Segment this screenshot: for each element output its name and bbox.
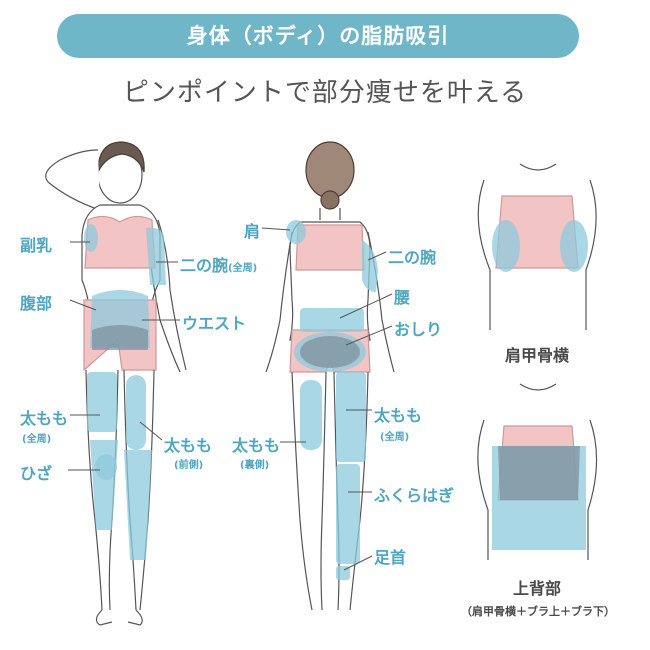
label-back-thigh-note: (全周) [380,432,410,443]
zone-back-thigh-back [300,380,322,450]
label-back-ankle: 足首 [374,548,407,567]
zone-back-calf [336,464,360,564]
label-front-upper-arm-note: (全周) [228,263,258,274]
front-right-foot [127,609,143,626]
back-left-leg-inner [320,371,327,611]
back-left-arm [265,231,293,373]
detail-bottom-neck [519,383,557,391]
back-figure [265,141,395,611]
zone-front-thigh [87,372,117,432]
zone-back-ankle [336,566,350,580]
back-right-leg-outer [349,371,369,611]
label-front-armpit: 副乳 [20,236,53,255]
label-back-upper-arm: 二の腕 [388,248,437,267]
zone-detail-shoulder-blade-right [560,220,588,272]
label-front-thigh-front-note: (前側) [174,460,204,471]
label-front-knee: ひざ [20,464,53,483]
zone-front-lower-abdomen [92,325,148,350]
caption-shoulder-blade: 肩甲骨横 [504,346,569,365]
detail-top-neck [519,163,557,171]
zone-back-upper-arm [362,240,378,292]
front-raised-arm [45,149,101,211]
label-front-upper-arm: 二の腕(全周) [180,252,257,276]
zone-front-thigh-front [126,375,146,450]
caption-upper-back: 上背部 [512,579,561,598]
front-left-foot [95,609,113,626]
back-bun [320,190,340,210]
zone-front-upper-arm [146,227,166,285]
detail-bottom-torso [477,419,598,560]
label-front-thigh-note: (全周) [22,434,52,445]
label-front-waist: ウエスト [182,314,247,333]
detail-top-torso [477,179,597,330]
front-hair [97,141,145,173]
caption-upper-back-note: （肩甲骨横＋ブラ上＋ブラ下） [461,605,615,618]
zone-front-right-leg [124,450,152,560]
back-head [305,141,355,199]
label-back-shoulder: 肩 [244,222,261,241]
zone-back-shoulder [286,220,306,244]
label-front-upper-arm-text: 二の腕 [180,256,229,275]
label-front-thigh: 太もも [20,409,69,428]
label-back-lower-back: 腰 [394,288,411,307]
label-back-calf: ふくらはぎ [374,486,455,505]
back-left-leg [291,371,313,611]
label-back-buttocks: おしり [394,320,443,339]
label-front-thigh-front: 太もも [164,436,213,455]
zone-detail-shoulder-blade-left [492,220,520,272]
header-title: 身体（ボディ）の脂肪吸引 [57,14,579,58]
zone-back-thigh-right [336,372,366,462]
back-neck [319,208,341,220]
zone-front-lower-leg [90,440,118,530]
back-bra [295,224,365,271]
page-subtitle: ピンポイントで部分痩せを叶える [122,78,528,108]
label-back-thigh-back: 太もも [232,436,281,455]
label-back-thigh-back-note: (裏側) [240,460,270,471]
zone-back-buttocks-dark [300,336,360,368]
zone-front-armpit [84,224,98,252]
zone-detail-upper-back-dark [498,446,580,500]
front-bra [84,215,156,269]
label-back-thigh: 太もも [374,406,423,425]
label-front-abdomen: 腹部 [20,294,53,313]
